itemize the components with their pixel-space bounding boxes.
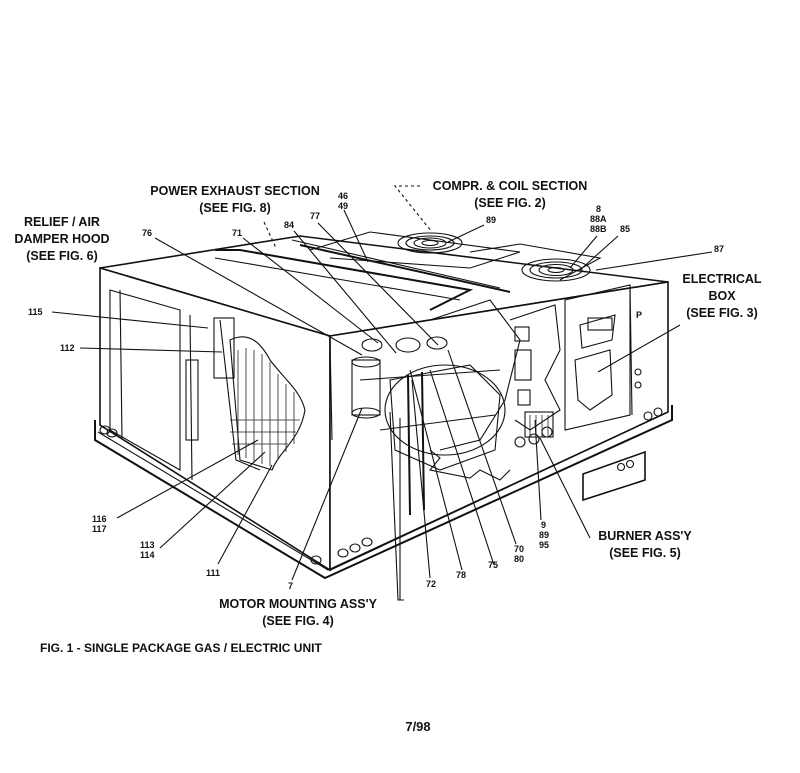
svg-text:(SEE FIG. 5): (SEE FIG. 5) <box>609 546 681 560</box>
label-electrical-box: ELECTRICAL BOX (SEE FIG. 3) <box>682 272 762 320</box>
callout-75: 75 <box>488 560 498 570</box>
callout-78: 78 <box>456 570 466 580</box>
callout-85: 85 <box>620 224 630 234</box>
coil-section-cutaway <box>429 299 561 451</box>
callout-76-top: 76 <box>142 228 152 238</box>
page-number: 7/98 <box>405 719 430 734</box>
callout-80: 80 <box>514 554 524 564</box>
callout-70: 70 <box>514 544 524 554</box>
callout-113: 113 <box>140 540 155 550</box>
label-power-exhaust: POWER EXHAUST SECTION (SEE FIG. 8) <box>150 184 319 215</box>
callout-114: 114 <box>140 550 155 560</box>
callout-71: 71 <box>232 228 242 238</box>
callout-88b: 88B <box>590 224 607 234</box>
callout-77: 77 <box>310 211 320 221</box>
callout-9: 9 <box>541 520 546 530</box>
relief-damper-hood <box>109 289 261 481</box>
svg-text:COMPR. & COIL SECTION: COMPR. & COIL SECTION <box>433 179 588 193</box>
label-relief-hood: RELIEF / AIR DAMPER HOOD (SEE FIG. 6) <box>14 215 109 263</box>
svg-text:(SEE FIG. 2): (SEE FIG. 2) <box>474 196 546 210</box>
callout-115: 115 <box>28 307 43 317</box>
panel-mark: P <box>636 310 642 320</box>
callout-89b: 89 <box>539 530 549 540</box>
label-burner: BURNER ASS'Y (SEE FIG. 5) <box>598 529 692 560</box>
callout-89: 89 <box>486 215 496 225</box>
svg-text:POWER EXHAUST SECTION: POWER EXHAUST SECTION <box>150 184 319 198</box>
svg-text:(SEE FIG. 3): (SEE FIG. 3) <box>686 306 758 320</box>
callout-112: 112 <box>60 343 75 353</box>
base-holes <box>99 407 663 565</box>
callout-49: 49 <box>338 201 348 211</box>
label-compr-coil: COMPR. & COIL SECTION (SEE FIG. 2) <box>433 179 588 210</box>
svg-text:ELECTRICAL: ELECTRICAL <box>682 272 762 286</box>
callout-46: 46 <box>338 191 348 201</box>
callout-87: 87 <box>714 244 724 254</box>
callout-72: 72 <box>426 579 436 589</box>
callout-84: 84 <box>284 220 294 230</box>
label-motor-mounting: MOTOR MOUNTING ASS'Y (SEE FIG. 4) <box>219 597 377 628</box>
burner-access-panel <box>582 450 646 502</box>
svg-text:(SEE FIG. 6): (SEE FIG. 6) <box>26 249 98 263</box>
callout-111: 111 <box>206 568 220 578</box>
electrical-box: P <box>564 284 642 431</box>
blower-assembly <box>329 336 506 516</box>
svg-text:RELIEF / AIR: RELIEF / AIR <box>24 215 100 229</box>
svg-text:BOX: BOX <box>708 289 736 303</box>
svg-text:DAMPER HOOD: DAMPER HOOD <box>14 232 109 246</box>
svg-text:(SEE FIG. 4): (SEE FIG. 4) <box>262 614 334 628</box>
svg-text:(SEE FIG. 8): (SEE FIG. 8) <box>199 201 271 215</box>
figure-caption: FIG. 1 - SINGLE PACKAGE GAS / ELECTRIC U… <box>40 641 322 655</box>
svg-text:BURNER ASS'Y: BURNER ASS'Y <box>598 529 692 543</box>
callout-88a: 88A <box>590 214 607 224</box>
callout-7: 7 <box>288 581 293 591</box>
callout-8: 8 <box>596 204 601 214</box>
unit-cabinet: P <box>94 231 673 580</box>
callout-95: 95 <box>539 540 549 550</box>
heat-exchanger-cutaway <box>229 336 306 471</box>
callout-116: 116 <box>92 514 107 524</box>
callout-117: 117 <box>92 524 107 534</box>
leader-lines <box>51 185 713 601</box>
callout-numbers: 46 49 89 8 88A 88B 85 87 76 71 84 77 115… <box>28 191 724 591</box>
condenser-fan-2 <box>521 258 591 282</box>
svg-text:MOTOR MOUNTING ASS'Y: MOTOR MOUNTING ASS'Y <box>219 597 377 611</box>
